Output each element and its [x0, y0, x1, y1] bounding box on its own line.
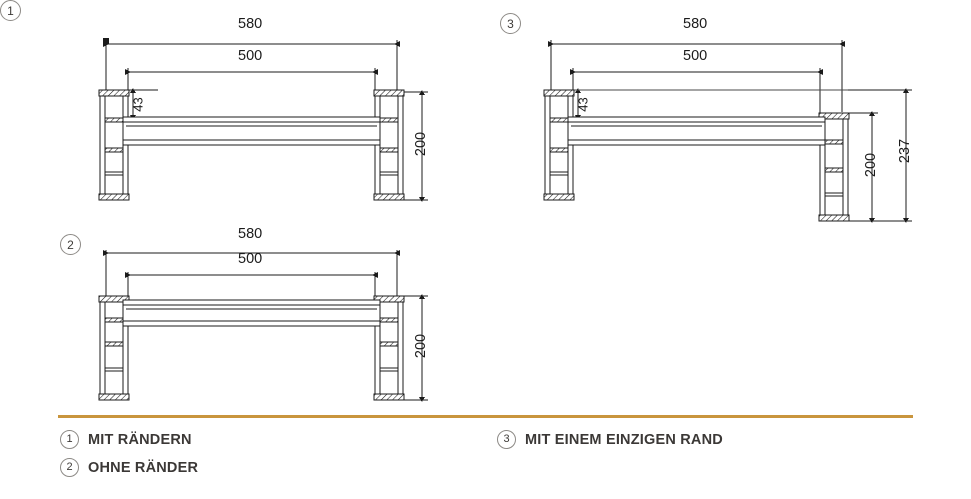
dim-1-outer-width: 580 — [238, 16, 263, 32]
dim-3-outer-width: 580 — [683, 16, 708, 32]
legend-label-2: OHNE RÄNDER — [88, 459, 199, 476]
dim-3-total-height: 237 — [897, 138, 914, 164]
drawing-1-geometry — [98, 38, 428, 202]
dim-3-top-offset: 43 — [575, 97, 591, 112]
legend-item-1[interactable]: 1 MIT RÄNDERN — [60, 430, 192, 449]
legend-label-1: MIT RÄNDERN — [88, 431, 192, 448]
dim-2-inner-width: 500 — [238, 251, 263, 267]
legend-marker-1: 1 — [60, 430, 79, 449]
dim-1-top-offset: 43 — [130, 97, 146, 112]
dim-2-outer-width: 580 — [238, 226, 263, 242]
legend-item-2[interactable]: 2 OHNE RÄNDER — [60, 458, 198, 477]
dim-3-inner-width: 500 — [683, 48, 708, 64]
figure-marker-2: 2 — [60, 234, 81, 255]
figure-marker-3: 3 — [500, 13, 521, 34]
legend-marker-3: 3 — [497, 430, 516, 449]
dim-3-height: 200 — [863, 152, 880, 178]
legend-marker-2: 2 — [60, 458, 79, 477]
dim-1-height: 200 — [413, 131, 430, 157]
legend-item-3[interactable]: 3 MIT EINEM EINZIGEN RAND — [497, 430, 723, 449]
dim-2-height: 200 — [413, 333, 430, 359]
legend-label-3: MIT EINEM EINZIGEN RAND — [525, 431, 723, 448]
drawing-3-geometry — [543, 40, 912, 223]
figure-marker-1: 1 — [0, 0, 21, 21]
drawing-2-geometry — [98, 250, 428, 402]
dim-1-inner-width: 500 — [238, 48, 263, 64]
